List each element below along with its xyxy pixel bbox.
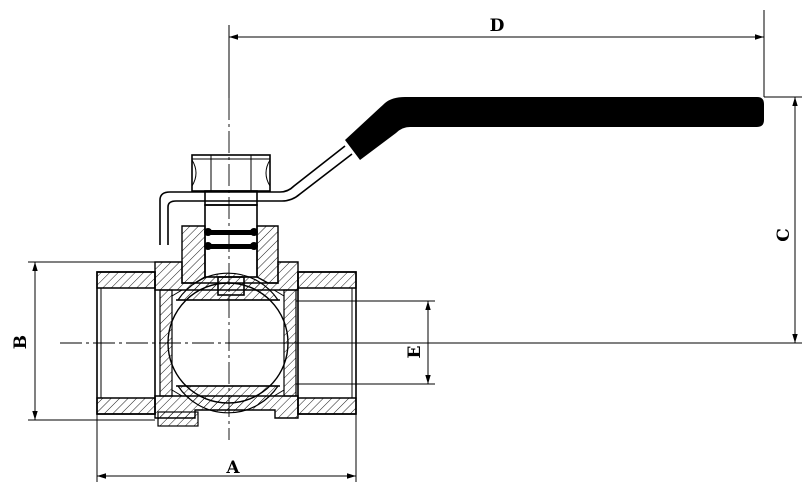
dimension-a: A xyxy=(97,458,356,479)
dimension-label-c: C xyxy=(774,228,794,242)
dimension-label-e: E xyxy=(405,345,425,358)
dimension-label-a: A xyxy=(225,458,240,478)
extension-lines xyxy=(28,10,802,482)
dimension-label-b: B xyxy=(11,335,31,349)
gland-nut xyxy=(191,154,271,192)
dimension-label-d: D xyxy=(490,16,505,36)
dimension-b: B xyxy=(11,262,38,420)
dimension-c: C xyxy=(774,97,798,343)
handle-grip xyxy=(345,97,764,160)
handle-strap xyxy=(159,145,346,245)
dimension-d: D xyxy=(229,16,764,40)
dimension-e: E xyxy=(405,301,431,384)
valve-body xyxy=(96,225,357,427)
